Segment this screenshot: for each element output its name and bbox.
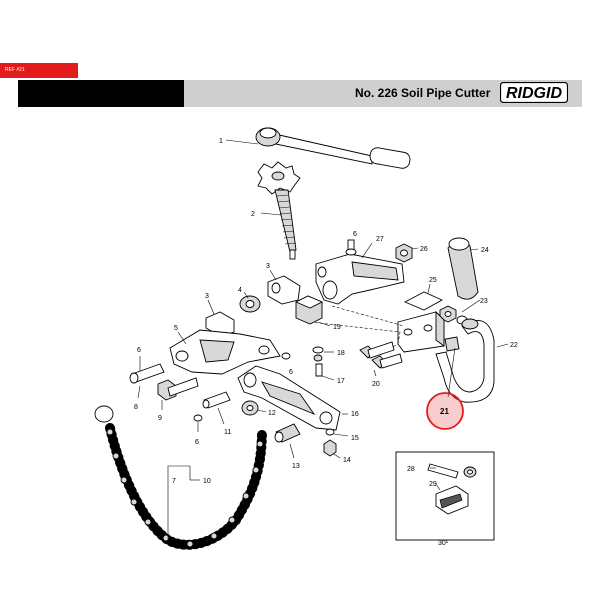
pin-11 [202,391,231,409]
nut-14 [323,439,337,457]
callout-29: 29 [429,481,437,488]
retaining-ring-6c [281,352,291,360]
callout-13: 13 [292,463,300,470]
callout-12: 12 [268,410,276,417]
star-knob [257,161,301,195]
callout-2: 2 [251,211,255,218]
callout-27: 27 [376,236,384,243]
highlight-callout-21: 21 [426,347,464,430]
bolts-20 [359,341,403,369]
ring-15 [325,428,335,436]
u-handle [435,318,495,403]
pin-13 [274,423,301,443]
feed-screw [274,189,297,260]
callout-6c: 6 [289,369,293,376]
callout-6b: 6 [137,347,141,354]
callout-25: 25 [429,277,437,284]
ratchet-handle [255,127,411,169]
callout-20: 20 [372,381,380,388]
washer-18 [312,346,324,362]
frame-bracket-21 [397,310,460,353]
callout-8: 8 [134,404,138,411]
callout-6a: 6 [353,231,357,238]
brand-logo: RIDGID [499,81,569,104]
hex-nut-26 [395,243,413,263]
washer-12 [241,400,259,416]
header-black-band [18,80,184,107]
lower-frame [169,329,281,375]
chain [94,405,267,550]
handle-grip [447,237,479,300]
callout-9: 9 [158,415,162,422]
callout-4: 4 [238,287,242,294]
callout-11: 11 [224,429,231,436]
slide-block [294,295,324,325]
label-plate [403,291,444,311]
upper-frame [315,253,405,305]
callout-30: 30¹ [438,540,449,547]
callout-3a: 3 [266,263,270,270]
callout-22: 22 [510,342,518,349]
callout-5: 5 [174,325,178,332]
callout-14: 14 [343,457,351,464]
callout-16: 16 [351,411,359,418]
pin-block-3b [205,311,235,337]
callout-3b: 3 [205,293,209,300]
brand-logo-text: RIDGID [506,85,562,102]
callout-19: 19 [333,324,341,331]
chain-frame [237,365,341,431]
callout-15: 15 [351,435,359,442]
callout-1: 1 [219,138,223,145]
callout-26: 26 [420,246,428,253]
screw-17 [315,363,323,377]
pin-block-3a [267,275,301,305]
callout-10: 10 [203,478,211,485]
callout-7: 7 [172,478,176,485]
callout-6d: 6 [195,439,199,446]
retaining-ring-6d [193,414,203,422]
callout-24: 24 [481,247,489,254]
callout-23: 23 [480,298,488,305]
frame-pin-small [345,239,357,256]
callout-28: 28 [407,466,415,473]
ref-tag: REF #21 [0,63,78,78]
callout-17: 17 [337,378,345,385]
callout-18: 18 [337,350,345,357]
page-title: No. 226 Soil Pipe Cutter [355,86,491,100]
chain-wheels [106,428,264,548]
long-pin-8 [129,363,165,384]
callout-21: 21 [440,407,449,416]
inset-detail-box: 28 29 30¹ [395,451,495,547]
bushing [239,295,261,313]
bolt-9 [157,377,199,401]
